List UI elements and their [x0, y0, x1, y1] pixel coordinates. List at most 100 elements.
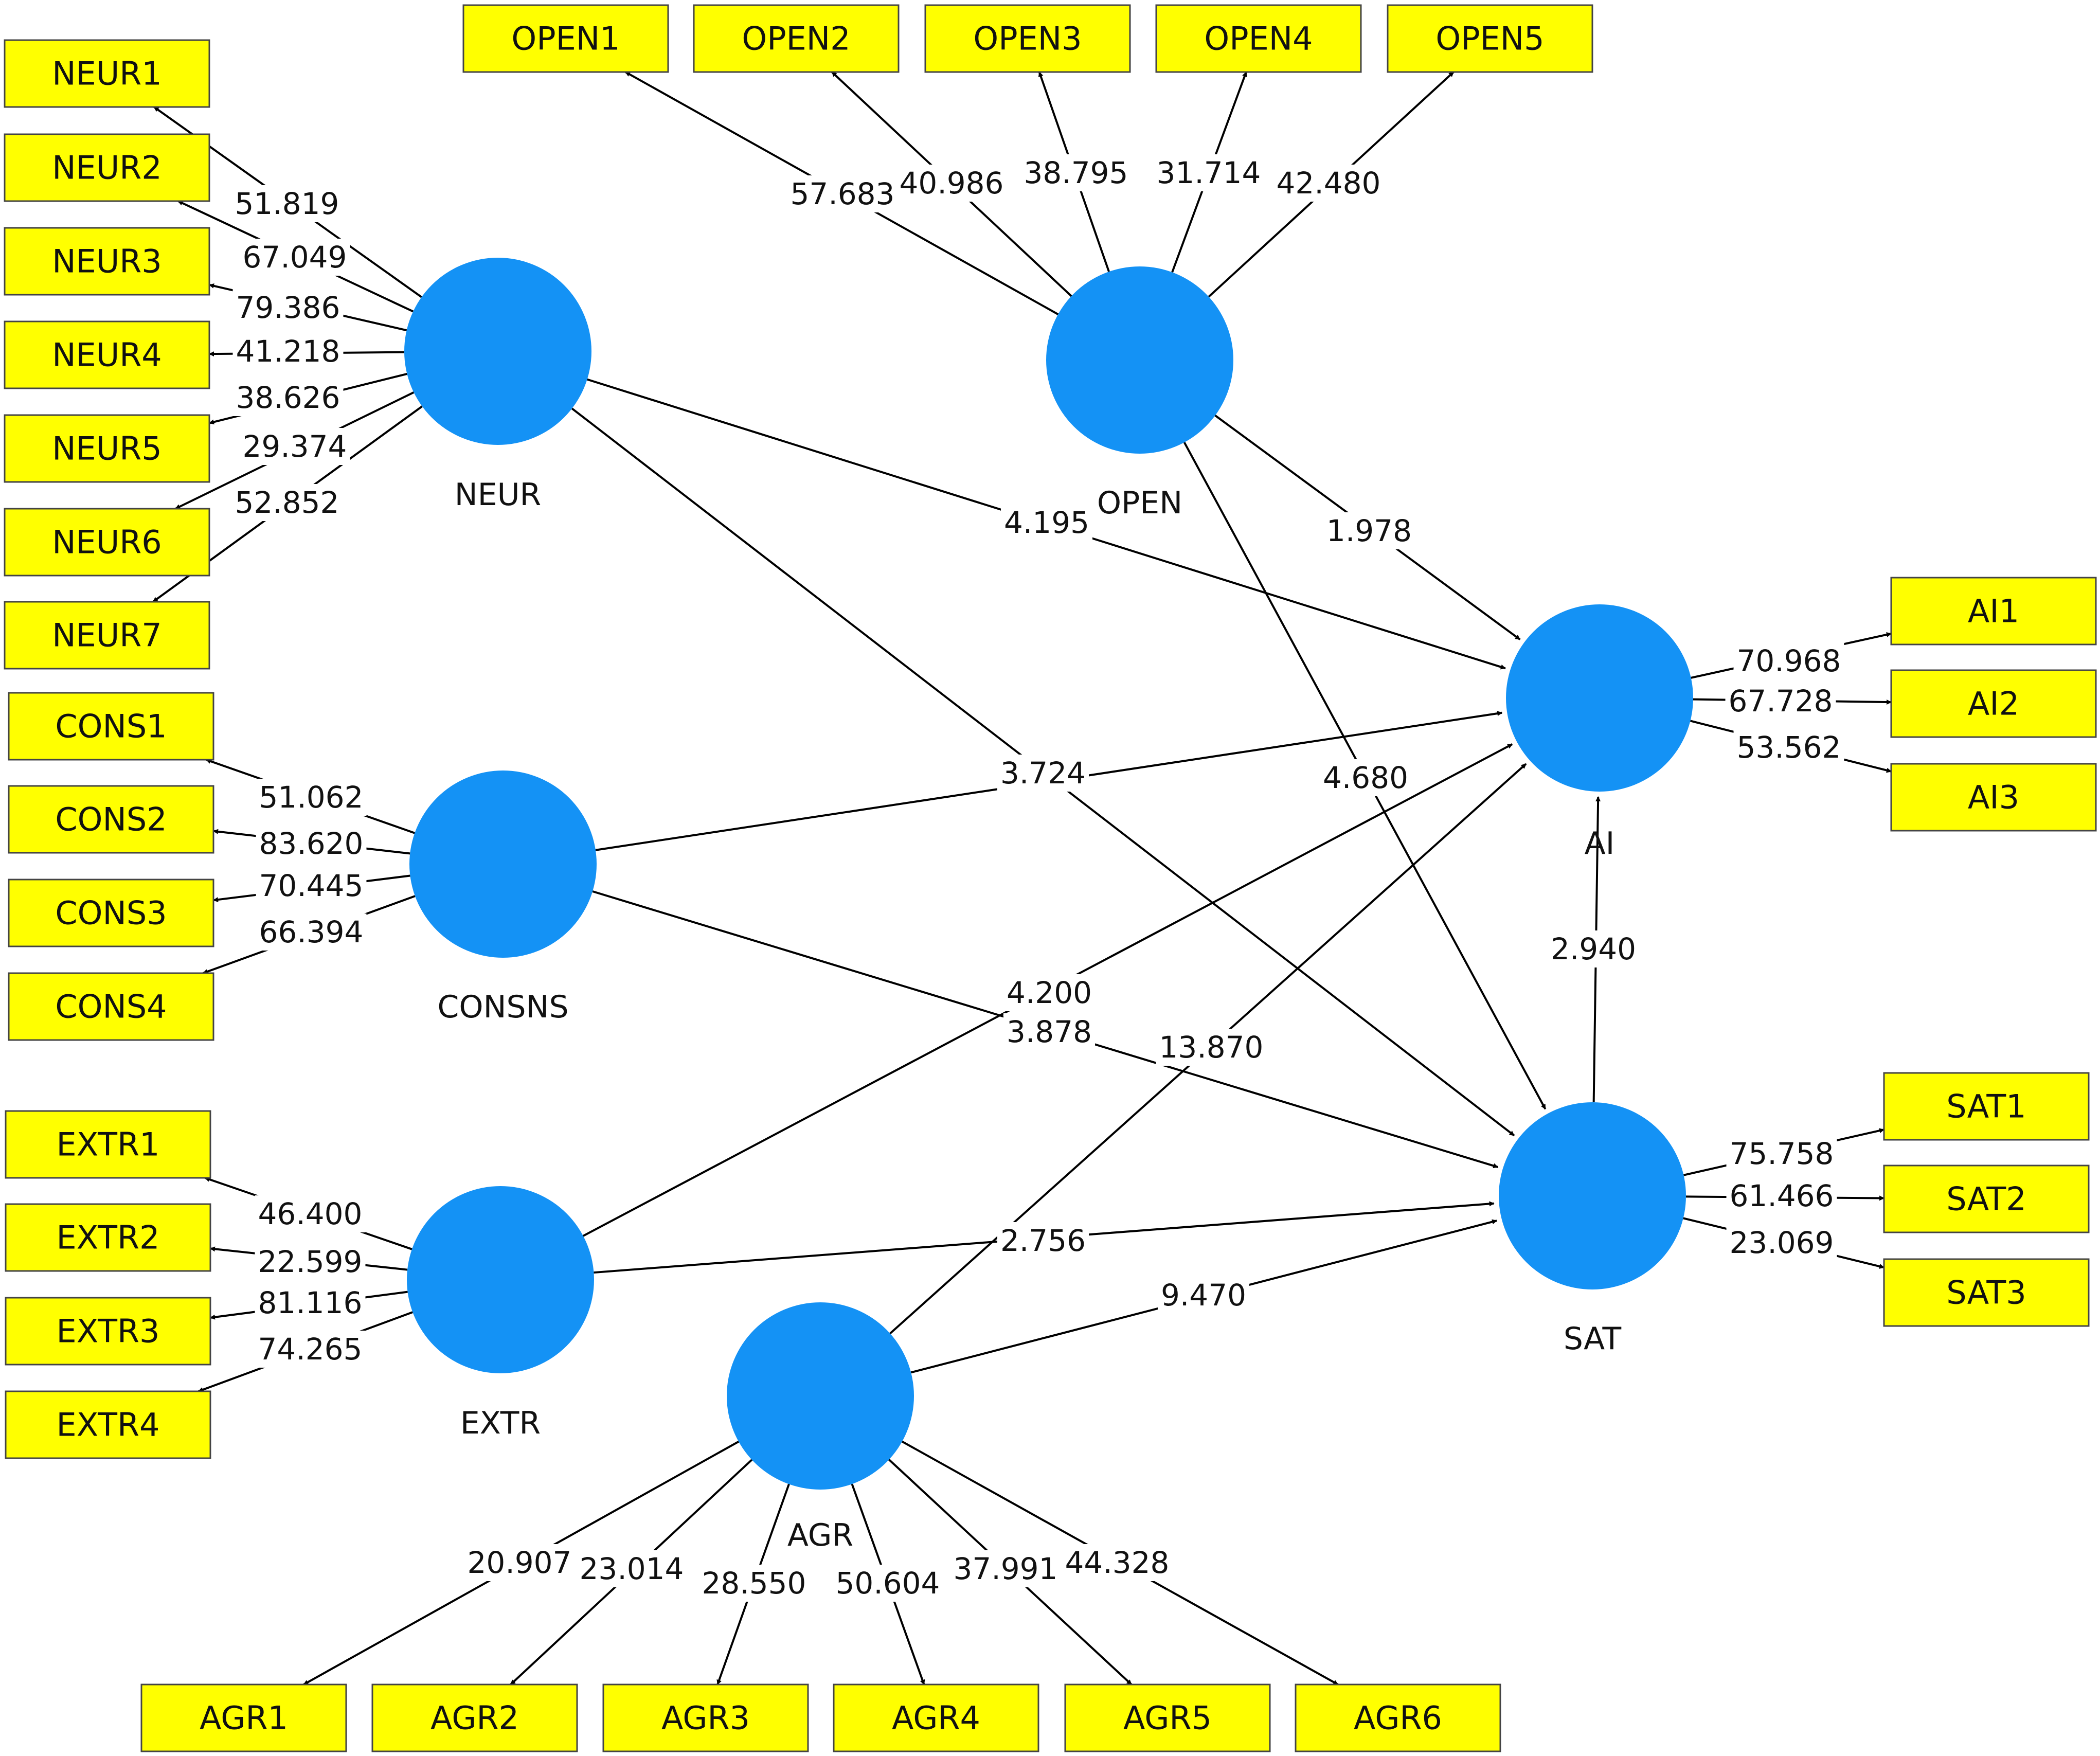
indicator-ai1[interactable]: AI1 — [1890, 577, 2097, 646]
indicator-agr5[interactable]: AGR5 — [1064, 1683, 1271, 1752]
indicator-extr1[interactable]: EXTR1 — [5, 1110, 211, 1179]
indicator-neur6[interactable]: NEUR6 — [4, 508, 210, 577]
indicator-agr1[interactable]: AGR1 — [140, 1683, 347, 1752]
indicator-open5[interactable]: OPEN5 — [1387, 4, 1593, 73]
indicator-ai2[interactable]: AI2 — [1890, 669, 2097, 738]
edge-label-sat-sat3: 23.069 — [1726, 1224, 1837, 1261]
indicator-neur4[interactable]: NEUR4 — [4, 320, 210, 389]
indicator-agr2[interactable]: AGR2 — [371, 1683, 578, 1752]
indicator-neur3[interactable]: NEUR3 — [4, 227, 210, 296]
latent-open[interactable]: OPEN — [1046, 266, 1233, 521]
edge-value-text: 42.480 — [1277, 166, 1381, 201]
edge-value-text: 74.265 — [258, 1332, 363, 1367]
edge-label-background — [1733, 729, 1844, 766]
latent-agr[interactable]: AGR — [727, 1302, 914, 1553]
edge-label-ai-ai1: 70.968 — [1733, 642, 1844, 679]
indicator-neur7[interactable]: NEUR7 — [4, 601, 210, 670]
indicator-sat2[interactable]: SAT2 — [1883, 1164, 2090, 1233]
edge-value-text: 51.062 — [259, 780, 364, 815]
latent-circle — [727, 1302, 914, 1490]
edge-value-text: 52.852 — [235, 485, 339, 520]
edge-label-background — [997, 755, 1089, 792]
latent-label: CONSNS — [437, 989, 568, 1025]
indicator-box — [4, 133, 210, 202]
indicator-label: OPEN4 — [1204, 20, 1313, 58]
latent-label: AI — [1585, 826, 1615, 862]
edge-label-consns-ai: 3.724 — [997, 755, 1089, 792]
edge-label-background — [1153, 154, 1264, 191]
edge-label-consns-cons2: 83.620 — [256, 825, 367, 862]
indicator-sat3[interactable]: SAT3 — [1883, 1258, 2090, 1327]
latent-neur[interactable]: NEUR — [404, 258, 591, 513]
edge-value-text: 40.986 — [900, 166, 1004, 201]
indicator-cons1[interactable]: CONS1 — [8, 692, 214, 761]
indicator-cons2[interactable]: CONS2 — [8, 785, 214, 854]
edge-value-text: 4.200 — [1007, 975, 1092, 1010]
latent-ai[interactable]: AI — [1506, 604, 1693, 862]
edge-label-background — [1323, 512, 1415, 549]
indicator-cons4[interactable]: CONS4 — [8, 972, 214, 1041]
latent-circle — [407, 1186, 594, 1373]
latent-circle — [404, 258, 591, 445]
edge-label-background — [896, 165, 1007, 202]
indicator-label: AI2 — [1968, 685, 2019, 723]
edge-value-text: 38.795 — [1024, 155, 1128, 190]
edge-label-background — [1547, 930, 1640, 967]
edge-value-text: 81.116 — [258, 1285, 363, 1320]
indicator-label: EXTR2 — [57, 1219, 160, 1257]
edge-label-neur-neur7: 52.852 — [231, 484, 343, 521]
edge-label-extr-extr3: 81.116 — [255, 1284, 366, 1321]
edge-label-open-open1: 57.683 — [787, 175, 898, 212]
indicator-open2[interactable]: OPEN2 — [693, 4, 900, 73]
latent-sat[interactable]: SAT — [1499, 1102, 1686, 1357]
indicator-box — [1883, 1072, 2090, 1141]
latent-circle — [1499, 1102, 1686, 1289]
indicator-box — [5, 1203, 211, 1272]
edge-label-consns-cons4: 66.394 — [256, 913, 367, 951]
edge-label-background — [255, 1195, 366, 1232]
edge-label-background — [232, 333, 344, 370]
indicator-agr3[interactable]: AGR3 — [602, 1683, 809, 1752]
indicator-box — [5, 1110, 211, 1179]
latent-consns[interactable]: CONSNS — [409, 771, 597, 1025]
indicator-open3[interactable]: OPEN3 — [924, 4, 1131, 73]
indicator-box — [4, 39, 210, 108]
indicator-label: SAT3 — [1946, 1274, 2026, 1312]
indicator-box — [1064, 1683, 1271, 1752]
indicator-open1[interactable]: OPEN1 — [462, 4, 669, 73]
indicator-label: AGR3 — [661, 1699, 750, 1737]
edge-label-open-open2: 40.986 — [896, 165, 1007, 202]
edge-label-agr-sat: 9.470 — [1157, 1277, 1250, 1314]
indicator-agr4[interactable]: AGR4 — [833, 1683, 1039, 1752]
latent-extr[interactable]: EXTR — [407, 1186, 594, 1441]
indicator-label: NEUR6 — [52, 524, 161, 561]
indicator-neur5[interactable]: NEUR5 — [4, 414, 210, 483]
edge-label-background — [1156, 1029, 1267, 1066]
indicator-neur2[interactable]: NEUR2 — [4, 133, 210, 202]
edge-label-open-open4: 31.714 — [1153, 154, 1264, 191]
indicator-label: EXTR1 — [57, 1126, 160, 1163]
edge-label-background — [1000, 504, 1093, 541]
edge-label-sat-sat1: 75.758 — [1726, 1135, 1837, 1172]
edge-value-text: 29.374 — [243, 429, 347, 464]
indicator-agr6[interactable]: AGR6 — [1295, 1683, 1501, 1752]
edge-label-background — [1003, 974, 1096, 1011]
edge-label-background — [232, 289, 344, 326]
edge-value-text: 23.069 — [1730, 1225, 1834, 1260]
indicator-extr4[interactable]: EXTR4 — [5, 1390, 211, 1459]
edge-label-background — [464, 1544, 575, 1581]
edge-label-neur-neur2: 67.049 — [239, 239, 350, 276]
indicator-extr3[interactable]: EXTR3 — [5, 1297, 211, 1366]
indicator-ai3[interactable]: AI3 — [1890, 763, 2097, 832]
indicator-sat1[interactable]: SAT1 — [1883, 1072, 2090, 1141]
indicator-cons3[interactable]: CONS3 — [8, 879, 214, 947]
indicator-box — [1387, 4, 1593, 73]
edge-value-text: 57.683 — [791, 176, 895, 211]
indicator-label: OPEN5 — [1435, 20, 1544, 58]
indicator-extr2[interactable]: EXTR2 — [5, 1203, 211, 1272]
indicator-neur1[interactable]: NEUR1 — [4, 39, 210, 108]
indicator-open4[interactable]: OPEN4 — [1155, 4, 1362, 73]
edge-value-text: 38.626 — [236, 380, 340, 415]
edge-label-background — [576, 1550, 687, 1587]
